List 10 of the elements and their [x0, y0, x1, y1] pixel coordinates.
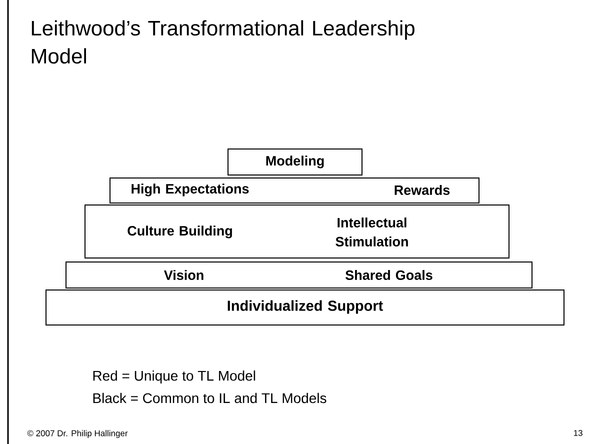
band: Culture Building Intellectual Stimulation	[84, 204, 510, 258]
legend-note: Black = Common to IL and TL Models	[93, 392, 326, 404]
legend-note: Red = Unique to TL Model	[93, 370, 256, 384]
band: Vision Shared Goals	[66, 262, 532, 288]
copyright-footer: © 2007 Dr. Philip Hallinger	[27, 430, 128, 438]
page-number: 13	[574, 430, 582, 436]
title: Leithwood’s Transformational Leadership Model	[32, 20, 414, 64]
band: High Expectations Rewards	[110, 178, 480, 204]
band: Individualized Support	[46, 290, 564, 326]
band: Modeling	[228, 148, 362, 176]
